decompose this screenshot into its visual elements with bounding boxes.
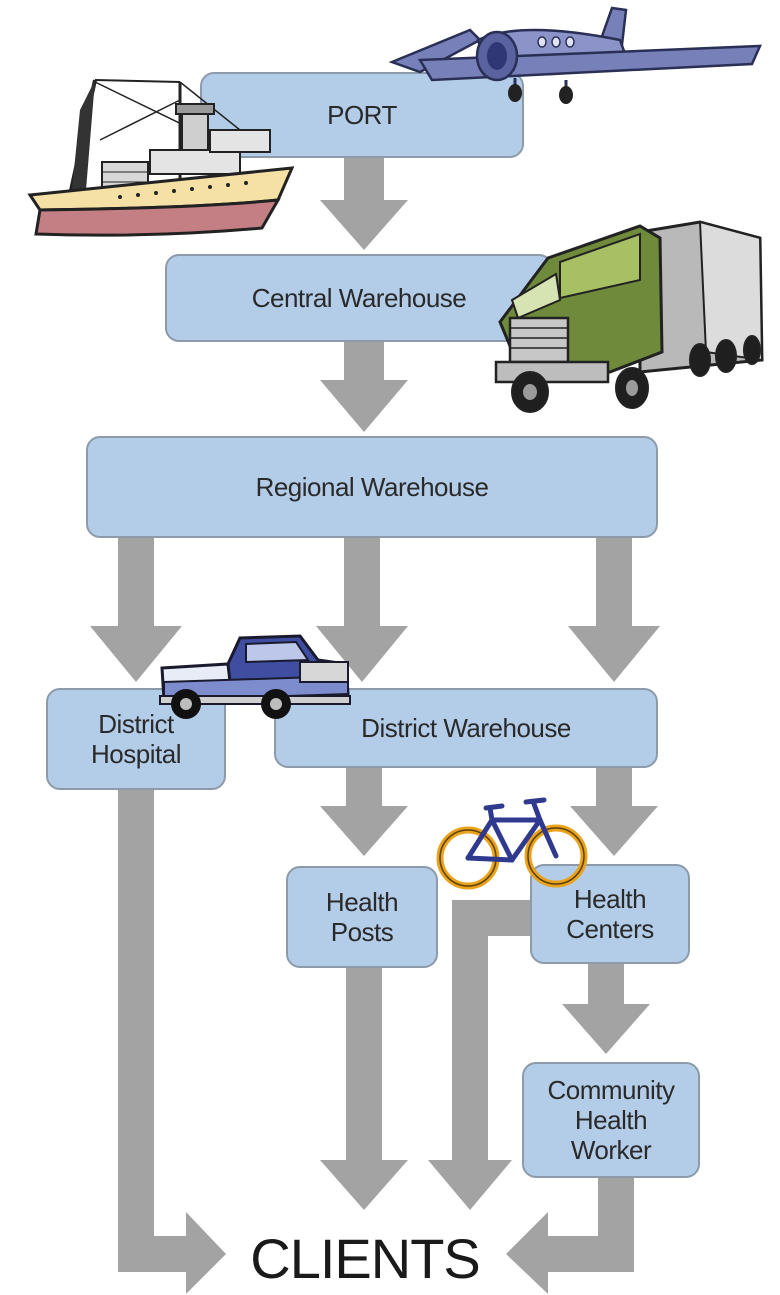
bicycle-icon [436,797,588,890]
arrow-chw-clients [506,1178,634,1294]
airplane-icon [388,6,762,104]
central-warehouse-node: Central Warehouse [165,254,553,342]
pickup-truck-icon [159,634,351,719]
district-hospital-label: District Hospital [91,709,181,769]
arrow-centers-chw [562,964,650,1054]
ship-icon [27,79,295,237]
arrow-hospital-clients [118,790,226,1294]
arrow-central-regional [320,342,408,432]
arrow-regional-hospital [90,538,182,682]
clients-label: CLIENTS [250,1226,481,1290]
arrow-dwarehouse-posts [320,768,408,856]
community-health-worker-label: Community Health Worker [547,1075,675,1165]
arrow-regional-right [568,538,660,682]
regional-warehouse-node: Regional Warehouse [86,436,658,538]
health-centers-node: Health Centers [530,864,690,964]
district-warehouse-label: District Warehouse [361,713,571,743]
arrow-posts-clients [320,968,408,1210]
arrow-regional-dwarehouse [316,538,408,682]
arrow-dwarehouse-centers [570,768,658,856]
health-posts-label: Health Posts [325,887,399,947]
arrow-centers-clients [428,900,530,1210]
port-label: PORT [327,100,397,130]
community-health-worker-node: Community Health Worker [522,1062,700,1178]
truck-icon [494,220,764,413]
central-warehouse-label: Central Warehouse [251,283,467,313]
arrow-port-central [320,158,408,250]
regional-warehouse-label: Regional Warehouse [255,472,489,502]
health-centers-label: Health Centers [566,884,654,944]
health-posts-node: Health Posts [286,866,438,968]
